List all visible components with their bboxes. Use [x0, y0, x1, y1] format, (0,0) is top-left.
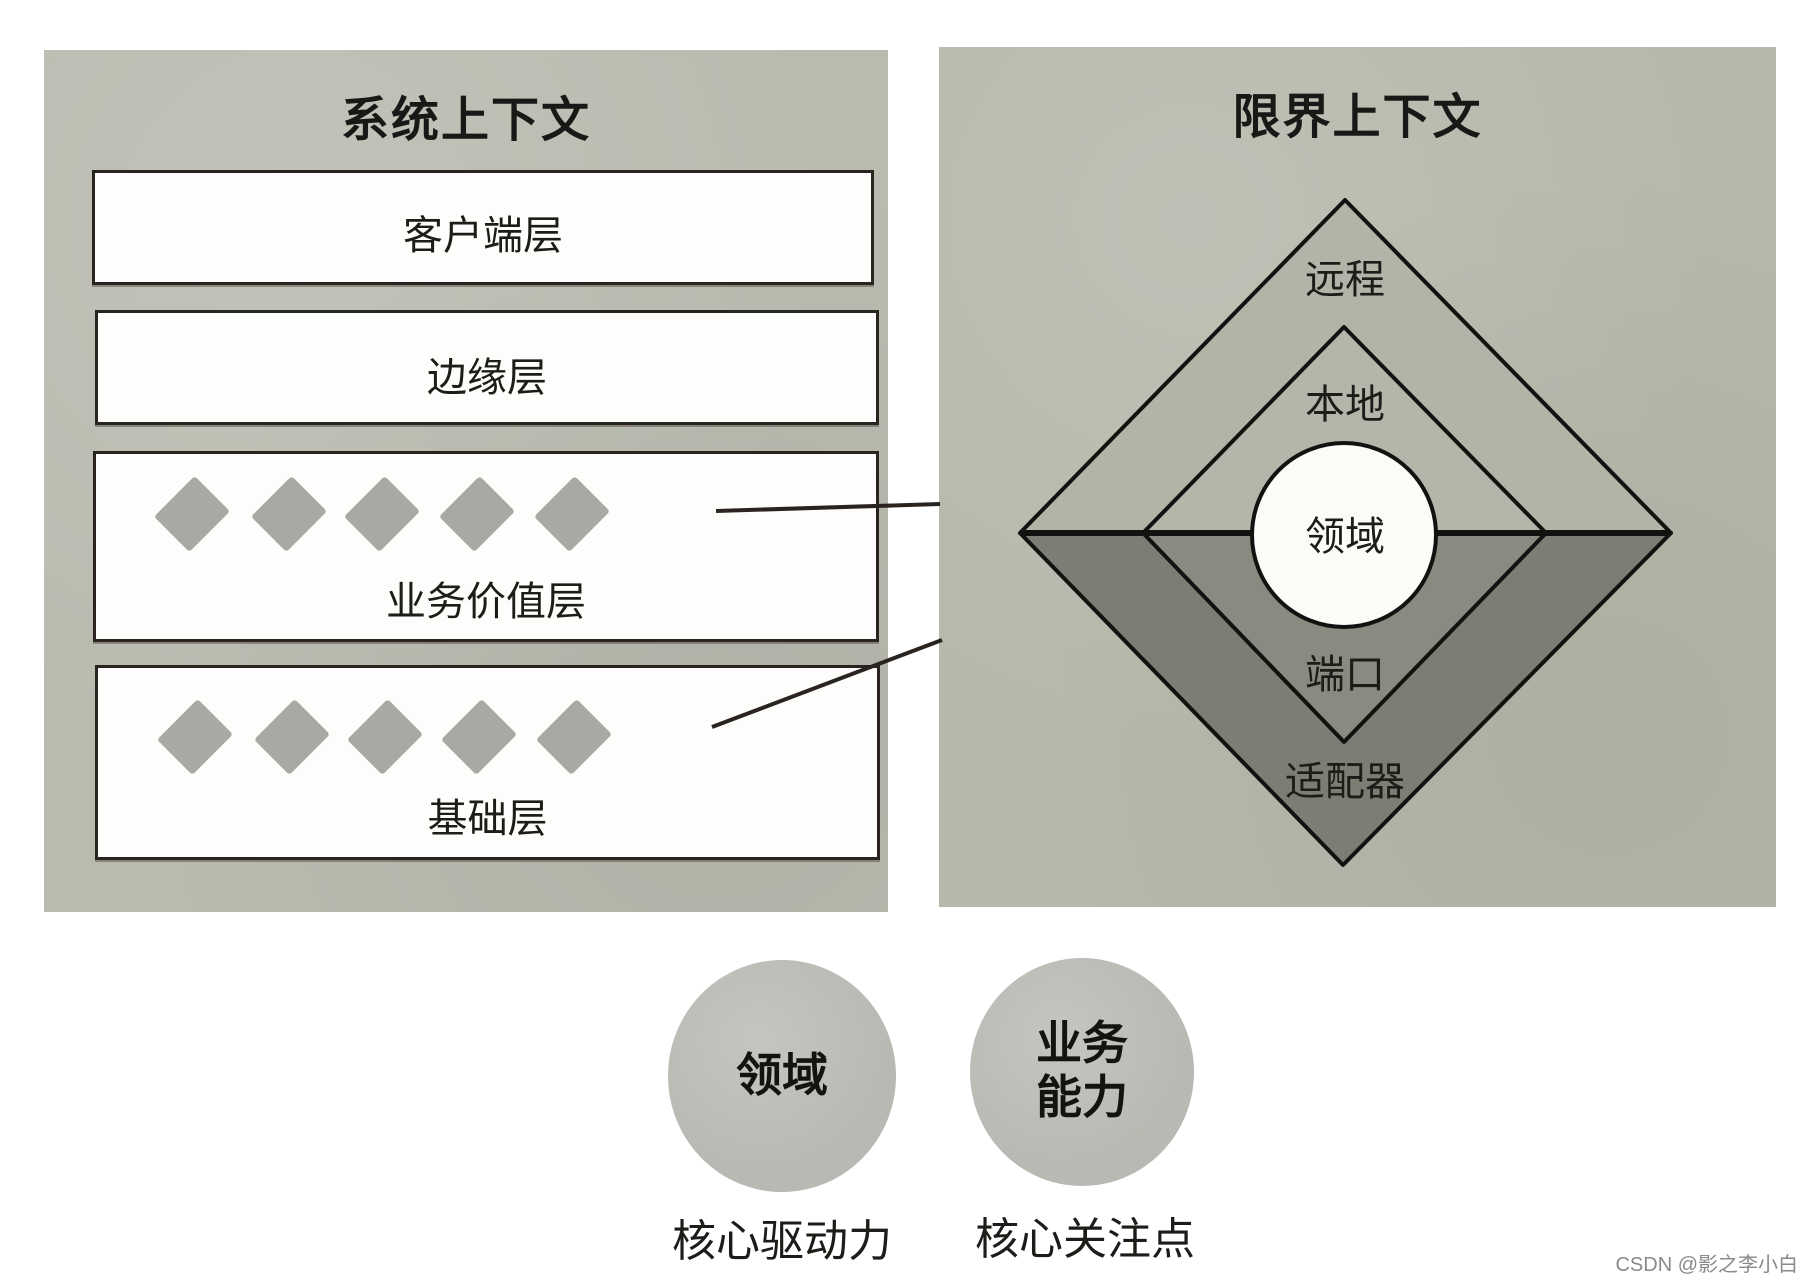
edge-layer: 边缘层 [95, 310, 879, 425]
component-diamond-icon [533, 475, 611, 553]
business-capability-line2: 能力 [1036, 1070, 1128, 1124]
business-value-layer: 业务价值层 [93, 451, 879, 642]
foundation-layer-label: 基础层 [427, 796, 548, 842]
component-diamond-icon [535, 698, 613, 776]
domain-bubble: 领域 [668, 960, 896, 1192]
watermark: CSDN @影之李小白 [1615, 1254, 1798, 1276]
business-capability-bubble-text: 业务 能力 [970, 1016, 1194, 1124]
component-diamond-icon [438, 475, 516, 553]
business-capability-caption: 核心关注点 [975, 1214, 1195, 1265]
component-diamond-icon [250, 475, 328, 553]
component-diamond-icon [156, 698, 234, 776]
client-layer: 客户端层 [92, 170, 874, 285]
component-diamond-icon [253, 698, 331, 776]
domain-bubble-text: 领域 [668, 1048, 896, 1102]
business-value-layer-label: 业务价值层 [386, 579, 586, 625]
business-capability-bubble: 业务 能力 [970, 958, 1194, 1186]
component-diamond-icon [346, 698, 424, 776]
component-diamond-icon [440, 698, 518, 776]
component-diamond-icon [343, 475, 421, 553]
client-layer-label: 客户端层 [403, 213, 563, 259]
bounded-context-title: 限界上下文 [1232, 89, 1483, 145]
business-capability-line1: 业务 [1036, 1016, 1128, 1070]
domain-bubble-line1: 领域 [736, 1048, 828, 1102]
component-diamond-icon [153, 475, 231, 553]
foundation-layer: 基础层 [95, 665, 880, 860]
system-context-panel: 系统上下文 客户端层 边缘层 业务价值层 基础层 [44, 50, 888, 912]
bounded-context-panel: 限界上下文 [939, 47, 1776, 907]
system-context-title: 系统上下文 [340, 92, 591, 148]
edge-layer-label: 边缘层 [427, 355, 547, 401]
domain-caption: 核心驱动力 [672, 1216, 892, 1267]
